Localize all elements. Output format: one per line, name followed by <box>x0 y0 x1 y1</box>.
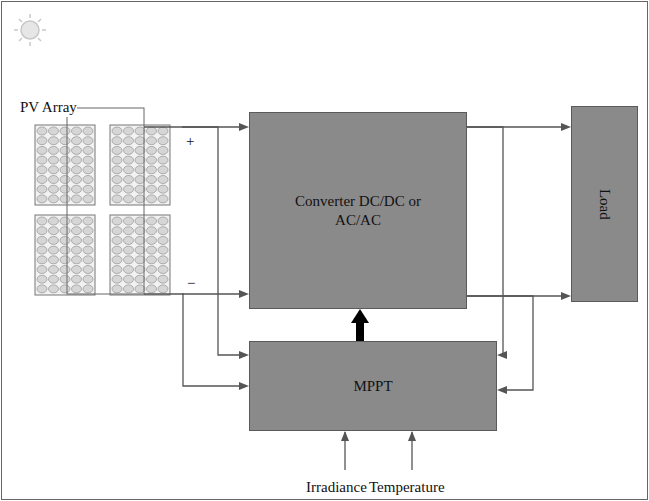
terminal-sign: − <box>187 276 195 291</box>
node-label: Converter DC/DC or AC/AC <box>293 192 423 230</box>
arrow-head <box>497 386 507 394</box>
wire <box>467 127 507 355</box>
pv-panels <box>20 98 182 296</box>
arrow-head <box>239 123 249 131</box>
load-box: Load <box>571 106 638 302</box>
input-label: Temperature <box>369 480 445 495</box>
sun-icon <box>14 14 46 46</box>
wire <box>182 293 239 294</box>
arrow-head <box>351 309 369 323</box>
sensor-arrows <box>345 432 412 470</box>
wire <box>182 294 239 386</box>
pv-array: PV Array <box>20 98 182 296</box>
arrow-head <box>497 351 507 359</box>
control-arrow <box>351 309 369 341</box>
input-label: Irradiance <box>306 480 367 495</box>
wire <box>356 323 364 341</box>
arrow-head <box>561 292 571 300</box>
node-label: MPPT <box>353 377 392 396</box>
terminal-sign: + <box>186 134 194 149</box>
arrow-head <box>239 290 249 298</box>
array-heading: PV Array <box>20 98 77 117</box>
arrow-head <box>239 382 249 390</box>
wire-arrow <box>182 290 249 298</box>
process-box: Converter DC/DC or AC/AC <box>249 112 467 309</box>
arrow-head <box>239 351 249 359</box>
wire-arrow <box>467 127 507 359</box>
arrow-head <box>561 123 571 131</box>
process-box: MPPT <box>249 341 497 431</box>
node-label: Load <box>595 189 614 220</box>
wire <box>182 127 239 355</box>
wire-arrow <box>182 294 249 390</box>
wire-arrow <box>182 127 249 359</box>
